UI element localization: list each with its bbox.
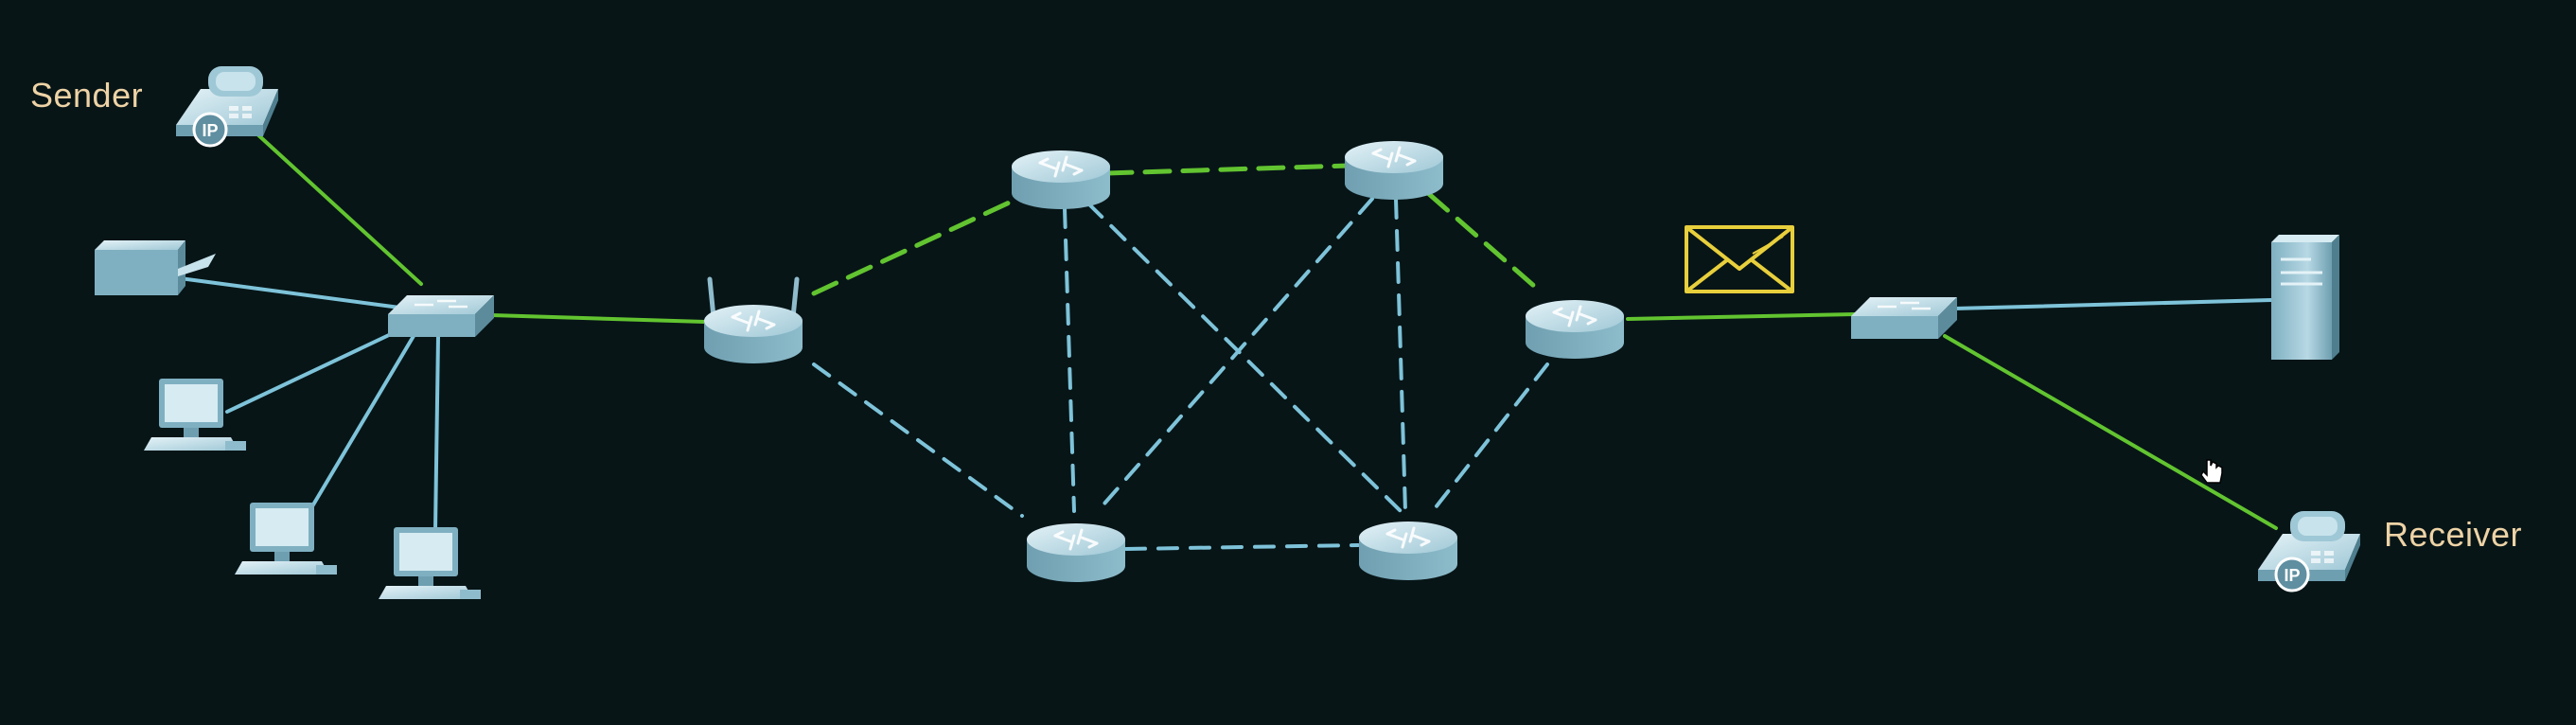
switch-left[interactable]: [386, 293, 496, 339]
link-exit-router-switch: [1626, 312, 1857, 321]
link-r2-r3: [1096, 197, 1374, 513]
switch-right[interactable]: [1849, 295, 1959, 341]
sender-ip-phone[interactable]: IP: [176, 66, 278, 148]
router-icon: [1357, 520, 1459, 582]
router-icon: [1343, 139, 1445, 202]
server-icon: [2271, 235, 2339, 360]
ip-badge: IP: [202, 121, 218, 140]
link-exit-router-r4: [1427, 362, 1549, 518]
link-r3-r4: [1124, 543, 1360, 551]
receiver-ip-phone[interactable]: IP: [2258, 511, 2360, 592]
link-pc3-switch: [433, 335, 440, 532]
hand-cursor-icon: [2200, 459, 2223, 484]
link-r1-r2: [1104, 163, 1351, 176]
core-router-1[interactable]: [1010, 149, 1112, 211]
pc-icon: [144, 379, 246, 451]
link-pc1-switch: [225, 325, 409, 414]
exit-router[interactable]: [1524, 298, 1626, 361]
edge-wireless-router[interactable]: [702, 276, 804, 365]
workstation-3[interactable]: [379, 527, 481, 599]
message-envelope: [1685, 225, 1794, 293]
link-switch-edge-router: [490, 313, 707, 324]
workstation-1[interactable]: [144, 379, 246, 451]
wireless-router-icon: [702, 276, 804, 365]
pc-icon: [235, 503, 337, 575]
link-r1-r3: [1063, 206, 1076, 513]
core-router-3[interactable]: [1025, 522, 1127, 584]
link-edge-router-r1: [811, 196, 1020, 296]
router-icon: [1524, 298, 1626, 361]
link-sender-switch: [254, 131, 423, 286]
router-icon: [1025, 522, 1127, 584]
sender-label: Sender: [30, 76, 144, 115]
workstation-2[interactable]: [235, 503, 337, 575]
switch-icon: [386, 293, 496, 339]
server[interactable]: [2271, 235, 2339, 360]
link-pc2-switch: [310, 329, 418, 508]
printer[interactable]: [95, 240, 216, 295]
link-edge-router-r3: [812, 362, 1024, 518]
router-icon: [1010, 149, 1112, 211]
receiver-label: Receiver: [2384, 515, 2523, 554]
link-switch-receiver: [1943, 334, 2278, 530]
link-switch-server: [1952, 298, 2273, 310]
link-r1-r4: [1086, 202, 1403, 513]
envelope-icon: [1685, 225, 1794, 293]
link-printer-switch: [178, 276, 409, 310]
switch-icon: [1849, 295, 1959, 341]
pc-icon: [379, 527, 481, 599]
link-r2-r4: [1394, 197, 1407, 513]
printer-icon: [95, 240, 216, 295]
links: [178, 131, 2278, 551]
ip-badge: IP: [2284, 566, 2300, 585]
core-router-4[interactable]: [1357, 520, 1459, 582]
core-router-2[interactable]: [1343, 139, 1445, 202]
link-r2-exit-router: [1426, 191, 1545, 296]
